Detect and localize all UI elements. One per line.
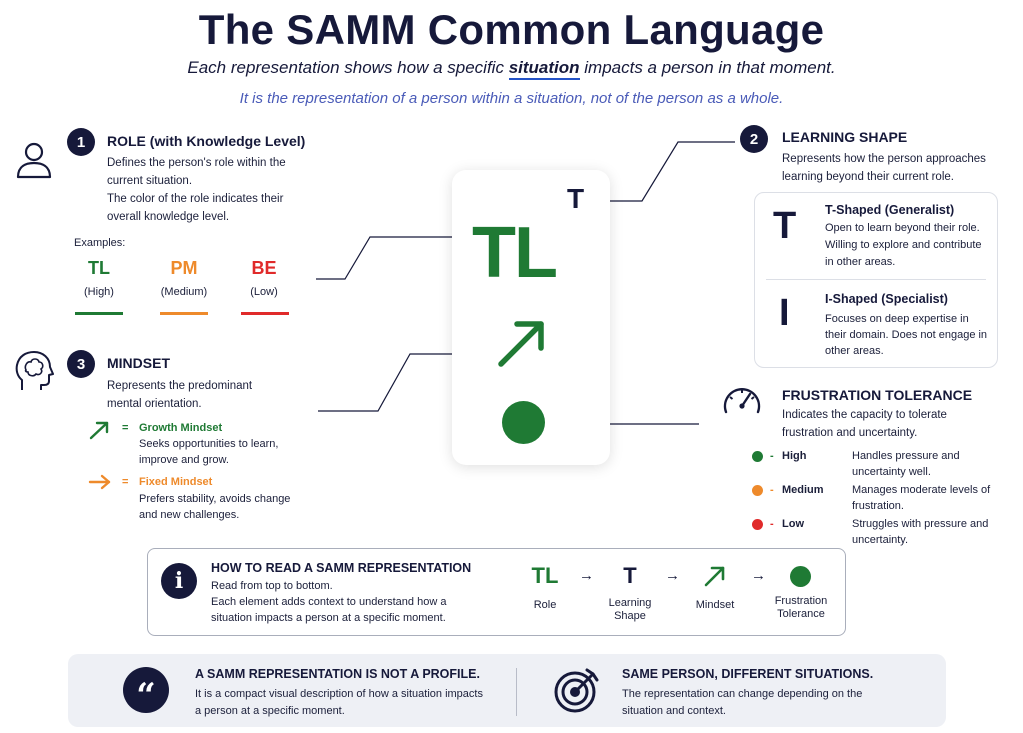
seq-learning-label: Learning Shape [608,597,652,622]
role-description-1: Defines the person's role within the cur… [107,157,286,187]
seq-learning-glyph: T [623,563,637,588]
example-level-bar [241,312,289,315]
brain-head-icon [15,351,54,390]
tolerance-level-description: Manages moderate levels of frustration. [852,484,991,512]
seq-role-glyph: TL [531,563,559,588]
mindset-title: MINDSET [107,355,170,371]
tolerance-level-description: Struggles with pressure and uncertainty. [852,518,989,546]
tolerance-dot-low [752,519,763,530]
i-shaped-glyph: I [779,292,790,334]
subtitle-emphasis: situation [508,58,580,80]
role-description-2: The color of the role indicates their ov… [107,193,284,223]
page-subtitle: Each representation shows how a specific… [0,58,1023,80]
i-shaped-description: Focuses on deep expertise in their domai… [825,313,988,357]
card-frustration-dot [502,401,545,444]
page-title: The SAMM Common Language [198,6,825,53]
mindset-number-badge: 3 [67,350,95,378]
t-shaped-title: T-Shaped (Generalist) [825,203,955,217]
learning-shape-title: LEARNING SHAPE [782,129,908,145]
learning-connector [601,141,735,202]
tolerance-level-name: Low [782,518,804,530]
example-level-bar [160,312,208,315]
growth-mindset-description: Seeks opportunities to learn, improve an… [139,438,279,466]
learning-number-badge: 2 [740,125,768,153]
tolerance-level-name: Medium [782,484,824,496]
gauge-icon [723,388,761,414]
example-level-bar [75,312,123,315]
quote-icon: “ [123,667,169,716]
seq-arrow: → [665,567,680,584]
card-role-code: TL [472,213,558,293]
tolerance-dash: - [770,484,774,496]
role-connector [316,236,458,280]
t-shaped-glyph: T [773,205,797,247]
seq-arrow: → [751,567,766,584]
footer-right-title: SAME PERSON, DIFFERENT SITUATIONS. [622,667,874,681]
role-title: ROLE (with Knowledge Level) [107,133,306,149]
footer-right-description: The representation can change depending … [622,688,863,717]
t-shaped-description: Open to learn beyond their role. Willing… [825,222,982,268]
example-role-code: BE [251,258,277,278]
example-role-level: (High) [84,286,114,298]
seq-mindset-arrow-icon [704,566,725,587]
card-learning-shape: T [567,183,585,214]
target-icon [554,668,599,713]
subtitle-after: impacts a person in that moment. [579,58,836,77]
fixed-equals: = [122,476,129,488]
mindset-description: Represents the predominant mental orient… [107,380,253,410]
user-icon [16,142,52,179]
frustration-title: FRUSTRATION TOLERANCE [782,387,973,403]
mindset-connector [318,353,458,412]
i-shaped-title: I-Shaped (Specialist) [825,292,948,306]
how-to-read-box [147,548,846,636]
frustration-description: Indicates the capacity to tolerate frust… [782,409,947,439]
fixed-mindset-label: Fixed Mindset [139,476,213,488]
how-to-read-title: HOW TO READ A SAMM REPRESENTATION [211,561,472,575]
seq-mindset-label: Mindset [695,599,735,611]
subtitle-before: Each representation shows how a specific [187,58,509,77]
tolerance-dot-medium [752,485,763,496]
examples-label: Examples: [74,237,126,249]
seq-arrow: → [579,567,594,584]
fixed-mindset-description: Prefers stability, avoids change and new… [139,493,291,521]
learning-shapes-box [754,192,998,368]
example-role-level: (Medium) [160,286,208,298]
footer-left-description: It is a compact visual description of ho… [195,688,483,717]
info-icon: i [161,563,197,599]
seq-frustration-dot [790,566,811,587]
example-role-level: (Low) [250,286,278,298]
seq-frustration-label: Frustration Tolerance [774,595,828,620]
page-subtitle-2: It is the representation of a person wit… [239,90,784,107]
tolerance-level-name: High [782,450,807,462]
learning-shape-description: Represents how the person approaches lea… [782,153,986,183]
tolerance-level-description: Handles pressure and uncertainty well. [852,450,960,478]
growth-arrow-icon [89,421,109,440]
tolerance-dot-high [752,451,763,462]
how-to-read-line-2: Each element adds context to understand … [211,596,447,624]
role-number-badge: 1 [67,128,95,156]
growth-mindset-label: Growth Mindset [139,422,223,434]
how-to-read-line-1: Read from top to bottom. [211,580,333,592]
footer-left-title: A SAMM REPRESENTATION IS NOT A PROFILE. [195,667,480,681]
example-role-code: TL [88,258,110,278]
shape-divider [766,279,986,280]
tolerance-dash: - [770,450,774,462]
growth-equals: = [122,422,129,434]
card-mindset-arrow-icon [498,321,544,367]
footer-panel [68,654,946,727]
example-role-code: PM [170,258,198,278]
fixed-arrow-icon [88,474,111,490]
footer-divider [516,668,517,716]
tolerance-dash: - [770,518,774,530]
seq-role-label: Role [533,599,557,611]
